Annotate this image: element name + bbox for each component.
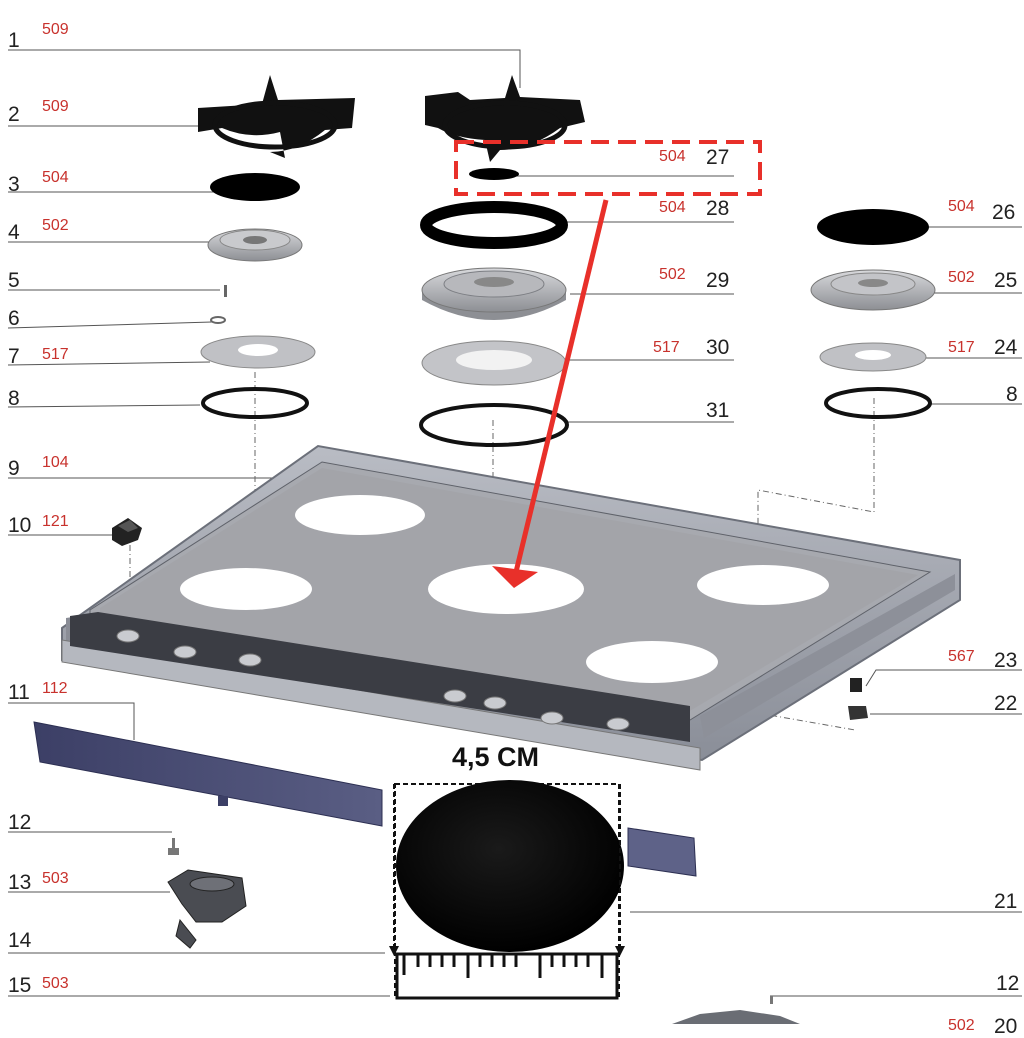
- part-number-14: 14: [8, 929, 32, 952]
- part-number-21: 21: [994, 890, 1018, 913]
- part-number-5: 5: [8, 269, 20, 292]
- ruler: [395, 952, 619, 1000]
- burner-cap-closeup: [396, 780, 624, 952]
- part-number-12-right: 12: [996, 972, 1020, 995]
- part-20-partial: [672, 1010, 800, 1024]
- part-number-25: 25: [994, 269, 1018, 292]
- highlight-arrow-shaft: [513, 199, 609, 573]
- part-number-29: 29: [706, 269, 730, 292]
- control-knob: [112, 518, 142, 546]
- part-code-23: 567: [948, 648, 975, 665]
- size-callout: [389, 780, 625, 1000]
- burner-crown-right: [810, 269, 936, 311]
- burner-cap-right: [817, 209, 929, 245]
- leader-lines-left: [7, 49, 521, 997]
- part-number-9: 9: [8, 457, 20, 480]
- part-number-27: 27: [706, 146, 730, 169]
- highlight-arrow-head: [492, 566, 538, 588]
- gasket-ring-left: [201, 387, 309, 419]
- pan-support-grate-center: [425, 75, 585, 162]
- part-number-22: 22: [994, 692, 1018, 715]
- part-code-30: 517: [653, 339, 680, 356]
- burner-crown-center: [421, 267, 567, 320]
- leader-lines-right: [515, 175, 1022, 997]
- part-code-10: 121: [42, 513, 69, 530]
- part-number-1: 1: [8, 29, 20, 52]
- part-code-28: 504: [659, 199, 686, 216]
- part-code-3: 504: [42, 169, 69, 186]
- part-number-11: 11: [8, 681, 30, 704]
- part-code-26: 504: [948, 198, 975, 215]
- size-label: 4,5 CM: [452, 742, 540, 772]
- part-number-13: 13: [8, 871, 32, 894]
- pan-support-grate-left: [198, 75, 355, 158]
- part-number-23: 23: [994, 649, 1018, 672]
- control-knob-holes: [116, 629, 630, 731]
- part-number-30: 30: [706, 336, 730, 359]
- burner-base-right: [819, 342, 927, 372]
- part-code-2: 509: [42, 98, 69, 115]
- burner-base-center: [421, 340, 567, 386]
- part-number-8-left: 8: [8, 387, 20, 410]
- part-code-13: 503: [42, 870, 69, 887]
- part-code-4: 502: [42, 217, 69, 234]
- spark-electrode: [848, 678, 868, 720]
- part-code-27: 504: [659, 148, 686, 165]
- part-number-12-left: 12: [8, 811, 32, 834]
- burner-cap-left: [210, 173, 300, 201]
- part-code-24: 517: [948, 339, 975, 356]
- valve-bracket: [167, 869, 247, 949]
- part-number-2: 2: [8, 103, 20, 126]
- part-number-20: 20: [994, 1015, 1018, 1038]
- gasket-ring-center: [419, 403, 569, 447]
- control-panel-strip: [70, 612, 690, 742]
- front-control-panel-bar: [33, 721, 697, 877]
- part-code-20: 502: [948, 1017, 975, 1034]
- part-code-11: 112: [42, 680, 68, 697]
- burner-base-left: [200, 335, 316, 369]
- screw-left: [224, 285, 227, 297]
- part-number-31: 31: [706, 399, 730, 422]
- part-code-29: 502: [659, 266, 686, 283]
- burner-holes: [180, 495, 829, 683]
- gasket-ring-right: [824, 387, 932, 419]
- part-number-7: 7: [8, 345, 20, 368]
- burner-cap-small-center: [469, 168, 519, 180]
- highlight-box: [454, 140, 762, 196]
- screw-12: [168, 838, 773, 1004]
- part-code-15: 503: [42, 975, 69, 992]
- part-code-25: 502: [948, 269, 975, 286]
- part-number-28: 28: [706, 197, 730, 220]
- burner-crown-left: [207, 228, 303, 262]
- part-code-1: 509: [42, 21, 69, 38]
- part-number-10: 10: [8, 514, 32, 537]
- flame-ring-center: [420, 201, 568, 249]
- washer-left: [210, 316, 226, 324]
- part-number-4: 4: [8, 221, 20, 244]
- part-code-9: 104: [42, 454, 69, 471]
- part-number-26: 26: [992, 201, 1016, 224]
- part-number-15: 15: [8, 974, 32, 997]
- part-number-24: 24: [994, 336, 1018, 359]
- part-number-6: 6: [8, 307, 20, 330]
- part-number-8-right: 8: [1006, 383, 1018, 406]
- part-code-7: 517: [42, 346, 69, 363]
- part-number-3: 3: [8, 173, 20, 196]
